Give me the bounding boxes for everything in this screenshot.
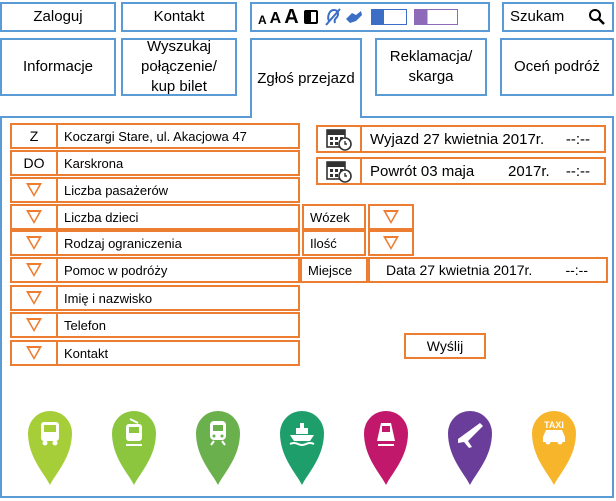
taxi-label: TAXI (544, 420, 564, 430)
search-label: Szukam (510, 8, 565, 25)
quantity-label-box: Ilość (302, 230, 366, 256)
departure-row[interactable]: Wyjazd 27 kwietnia 2017r. --:-- (316, 125, 606, 153)
name-label: Imię i nazwisko (64, 290, 153, 306)
place-time[interactable]: --:-- (565, 262, 588, 278)
contact-label: Kontakt (153, 8, 205, 25)
to-row[interactable]: DO Karskrona (10, 150, 300, 176)
chevron-down-icon[interactable] (26, 183, 42, 197)
departure-label: Wyjazd 27 kwietnia 2017r. (370, 130, 545, 148)
tab-report[interactable]: Zgłoś przejazd (250, 38, 362, 118)
return-year: 2017r. (508, 162, 550, 180)
font-medium-button[interactable]: A (269, 9, 282, 27)
chevron-down-icon[interactable] (383, 210, 399, 224)
calendar-icon[interactable] (326, 159, 352, 183)
assistance-row[interactable]: Pomoc w podróży (10, 257, 300, 283)
return-label: Powrót 03 maja (370, 162, 475, 180)
deaf-icon[interactable] (324, 7, 341, 27)
plane-pin-icon[interactable] (446, 409, 494, 489)
tab-rate[interactable]: Oceń podróż (500, 38, 614, 96)
tab-complaint-label: Reklamacja/ skarga (389, 48, 473, 85)
login-button[interactable]: Zaloguj (0, 2, 116, 32)
from-row[interactable]: Z Koczargi Stare, ul. Akacjowa 47 (10, 123, 300, 149)
restriction-row[interactable]: Rodzaj ograniczenia (10, 230, 300, 256)
service-badge-icon[interactable] (370, 9, 407, 25)
search-box[interactable]: Szukam (502, 2, 614, 32)
calendar-icon[interactable] (326, 127, 352, 151)
quantity-label: Ilość (310, 235, 337, 251)
assistance-label: Pomoc w podróży (64, 262, 168, 278)
tab-report-label: Zgłoś przejazd (257, 70, 355, 87)
tab-info-label: Informacje (22, 58, 94, 75)
place-label: Miejsce (308, 262, 353, 278)
phone-label: Telefon (64, 317, 106, 333)
contact-row[interactable]: Kontakt (10, 340, 300, 366)
return-time[interactable]: --:-- (565, 162, 590, 180)
website-badge-icon[interactable] (413, 9, 458, 25)
passengers-label: Liczba pasażerów (64, 182, 169, 198)
restriction-label: Rodzaj ograniczenia (64, 235, 182, 251)
accessibility-toolbar: A A A (250, 2, 490, 32)
send-button[interactable]: Wyślij (404, 333, 486, 359)
return-row[interactable]: Powrót 03 maja 2017r. --:-- (316, 157, 606, 185)
chevron-down-icon[interactable] (26, 263, 42, 277)
passengers-row[interactable]: Liczba pasażerów (10, 177, 300, 203)
to-value: Karskrona (64, 155, 124, 171)
from-value: Koczargi Stare, ul. Akacjowa 47 (64, 128, 247, 144)
name-row[interactable]: Imię i nazwisko (10, 285, 300, 311)
chevron-down-icon[interactable] (26, 318, 42, 332)
font-small-button[interactable]: A (258, 13, 267, 27)
ferry-pin-icon[interactable] (278, 409, 326, 489)
wheelchair-label: Wózek (310, 209, 350, 225)
tab-info[interactable]: Informacje (0, 38, 116, 96)
place-date-field[interactable]: Data 27 kwietnia 2017r. --:-- (368, 257, 608, 283)
tram-pin-icon[interactable] (110, 409, 158, 489)
chevron-down-icon[interactable] (383, 236, 399, 250)
tab-rate-label: Oceń podróż (514, 58, 600, 75)
font-large-button[interactable]: A (284, 6, 299, 28)
search-icon[interactable] (588, 8, 606, 26)
tab-complaint[interactable]: Reklamacja/ skarga (375, 38, 487, 96)
bus-pin-icon[interactable] (26, 409, 74, 489)
chevron-down-icon[interactable] (26, 236, 42, 250)
quantity-select[interactable] (368, 230, 414, 256)
phone-row[interactable]: Telefon (10, 312, 300, 338)
login-label: Zaloguj (33, 8, 83, 25)
contact-label: Kontakt (64, 345, 109, 361)
chevron-down-icon[interactable] (26, 210, 42, 224)
children-label: Liczba dzieci (64, 209, 139, 225)
sign-language-icon[interactable] (344, 7, 364, 27)
chevron-down-icon[interactable] (26, 346, 42, 360)
send-label: Wyślij (426, 338, 464, 354)
chevron-down-icon[interactable] (26, 291, 42, 305)
place-label-box: Miejsce (300, 257, 368, 283)
contrast-icon[interactable] (303, 10, 318, 24)
rail-pin-icon[interactable] (362, 409, 410, 489)
tab-find-label: Wyszukaj połączenie/ kup bilet (141, 38, 217, 95)
train-pin-icon[interactable] (194, 409, 242, 489)
wheelchair-select[interactable] (368, 204, 414, 230)
from-label: Z (12, 125, 58, 147)
transport-icons: TAXI (0, 405, 616, 495)
contact-button[interactable]: Kontakt (121, 2, 237, 32)
children-row[interactable]: Liczba dzieci (10, 204, 300, 230)
to-label: DO (12, 152, 58, 174)
tab-find[interactable]: Wyszukaj połączenie/ kup bilet (121, 38, 237, 96)
taxi-pin-icon[interactable]: TAXI (530, 409, 578, 489)
place-date: Data 27 kwietnia 2017r. (386, 262, 533, 278)
wheelchair-label-box: Wózek (302, 204, 366, 230)
departure-time[interactable]: --:-- (565, 130, 590, 148)
